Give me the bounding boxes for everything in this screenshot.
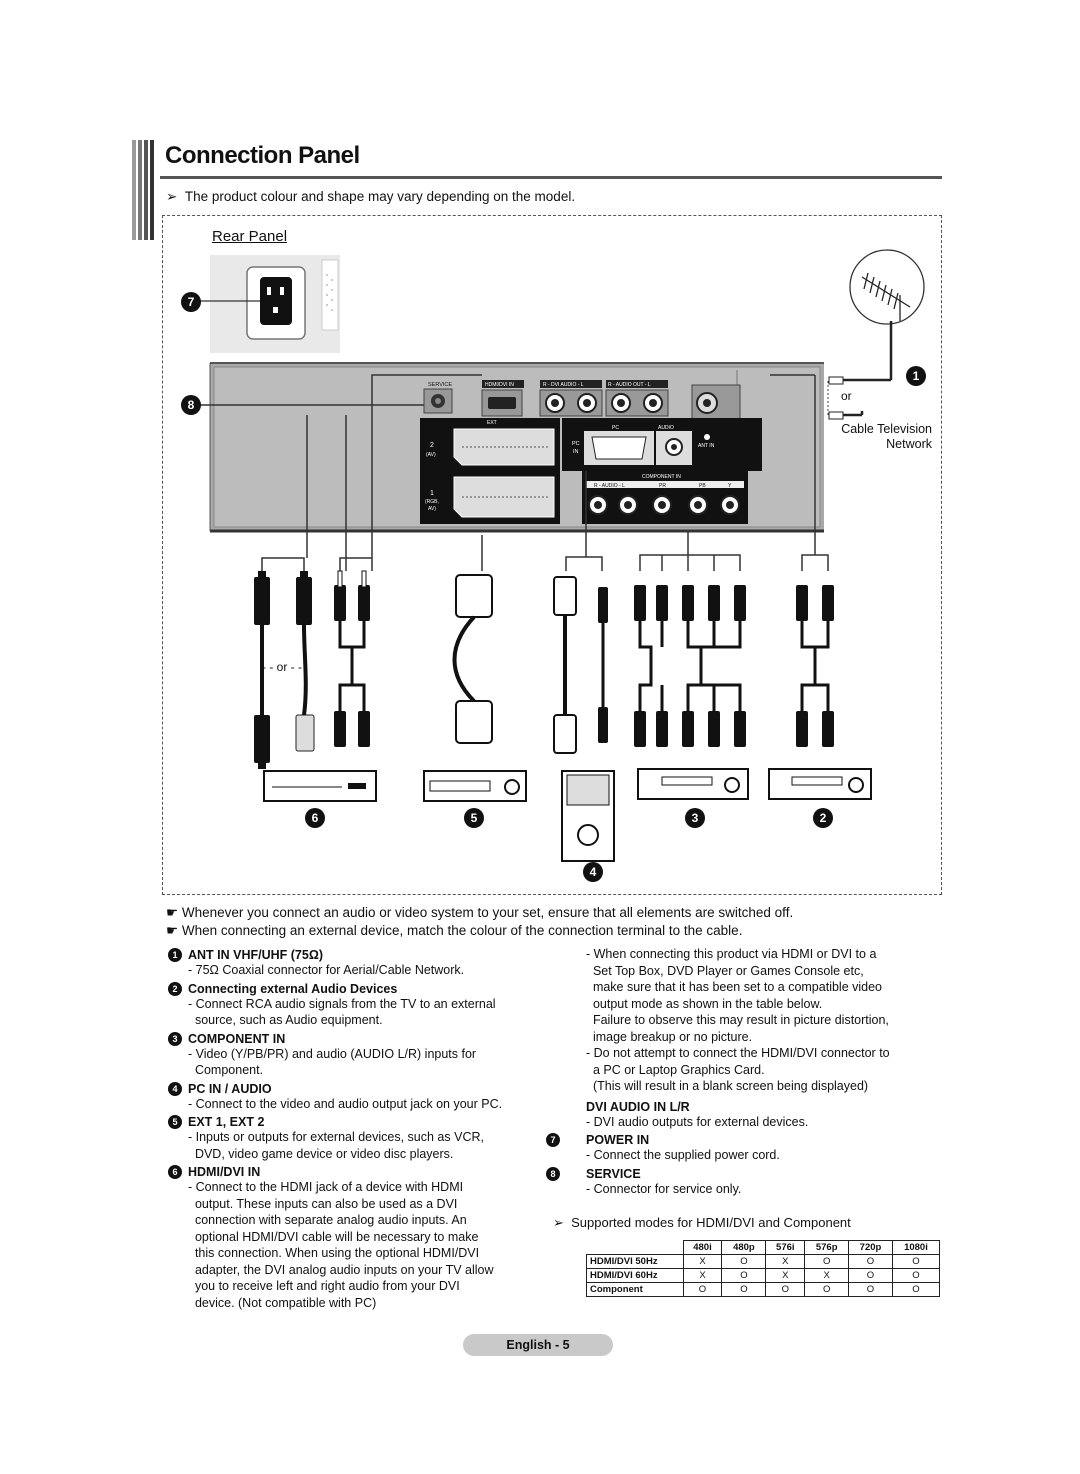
table-row: HDMI/DVI 50Hz X O X O O O [586,1254,941,1269]
table-cell: O [721,1282,767,1297]
dvd-player-device [263,770,377,802]
bullet-1: ☛ Whenever you connect an audio or video… [166,905,794,920]
table-cell: O [804,1282,850,1297]
svg-text:R - AUDIO OUT - L: R - AUDIO OUT - L [608,382,651,388]
table-cell: X [804,1268,850,1283]
svg-text:PB: PB [699,483,706,489]
callout-5: 5 [464,808,484,828]
svg-text:PC: PC [612,425,619,431]
hand-point-icon: ☛ [166,923,182,938]
arrow-icon: ➢ [166,189,185,204]
hand-point-icon: ☛ [166,905,182,920]
table-cell: X [765,1268,806,1283]
svg-text:R - AUDIO - L: R - AUDIO - L [594,483,625,489]
callout-7: 7 [181,292,201,312]
table-cell: X [682,1268,723,1283]
pc-tower-device [561,770,615,862]
cable-tv-line1: Cable Television [841,422,932,436]
svg-text:COMPONENT IN: COMPONENT IN [642,474,681,480]
table-header-cell: 576i [765,1240,806,1255]
table-cell: O [848,1268,893,1283]
table-row: Component O O O O O O [586,1282,941,1297]
page-title: Connection Panel [165,142,360,169]
svg-text:PC: PC [572,441,580,447]
table-cell: O [804,1254,850,1269]
table-cell: O [721,1254,767,1269]
table-cell: O [721,1268,767,1283]
page-footer: English - 5 [463,1334,613,1356]
rear-panel-diagram: SERVICE HDMI/DVI IN R - DVI AUDIO - L R … [194,249,925,862]
table-header-cell: 720p [848,1240,893,1255]
svg-text:1: 1 [430,490,434,497]
svg-text:IN: IN [573,449,579,455]
table-cell: O [891,1268,941,1283]
svg-text:PR: PR [659,483,666,489]
table-header-cell: 576p [804,1240,850,1255]
title-underline [160,176,942,179]
or-label-antenna: or [841,389,852,403]
table-cell: O [891,1254,941,1269]
svg-text:SERVICE: SERVICE [428,382,452,388]
callout-3: 3 [685,808,705,828]
table-row-header: HDMI/DVI 60Hz [586,1268,684,1283]
cable-tv-label: Cable Television Network [828,422,932,452]
table-cell: O [682,1282,723,1297]
audio-device [768,768,872,800]
modes-table: 480i 480p 576i 576p 720p 1080i HDMI/DVI … [586,1240,941,1297]
modes-note: ➢ Supported modes for HDMI/DVI and Compo… [553,1215,851,1230]
table-row-header: Component [586,1282,684,1297]
table-cell: O [765,1282,806,1297]
table-cell: O [848,1282,893,1297]
model-note: ➢ The product colour and shape may vary … [166,189,576,204]
section-dvi-audio: DVI AUDIO IN L/R - DVI audio outputs for… [586,1099,809,1129]
diagram-frame [162,215,942,895]
bullet-2: ☛ When connecting an external device, ma… [166,923,743,938]
table-row: HDMI/DVI 60Hz X O X X O O [586,1268,941,1283]
table-header-cell: 480i [682,1240,723,1255]
svg-text:HDMI/DVI IN: HDMI/DVI IN [485,382,514,388]
svg-text:AUDIO: AUDIO [658,425,674,431]
right-column: - When connecting this product via HDMI … [546,946,942,1197]
arrow-icon: ➢ [553,1215,572,1230]
title-side-stripes [132,140,162,240]
svg-text:2: 2 [430,442,434,449]
table-header-cell [586,1240,684,1255]
table-cell: O [848,1254,893,1269]
svg-text:R - DVI AUDIO - L: R - DVI AUDIO - L [543,382,584,388]
callout-8: 8 [181,395,201,415]
callout-1: 1 [906,366,926,386]
table-cell: X [765,1254,806,1269]
dvd-recorder-device [637,768,749,800]
svg-text:Y: Y [728,483,732,489]
callout-6: 6 [305,808,325,828]
hdmi-notes: - When connecting this product via HDMI … [586,947,890,1093]
svg-text:ANT IN: ANT IN [698,443,715,449]
svg-text:AV): AV) [428,506,436,512]
svg-text:(RGB,: (RGB, [425,499,439,505]
cable-tv-line2: Network [886,437,932,451]
callout-2: 2 [813,808,833,828]
table-cell: X [682,1254,723,1269]
svg-text:EXT: EXT [487,420,497,426]
callout-4: 4 [583,862,603,882]
table-header-cell: 1080i [891,1240,941,1255]
vcr-device [423,770,527,802]
table-row-header: HDMI/DVI 50Hz [586,1254,684,1269]
table-cell: O [891,1282,941,1297]
or-label-hdmi: - - or - - [262,660,303,674]
svg-text:(AV): (AV) [426,452,436,458]
table-header-cell: 480p [721,1240,767,1255]
table-header-row: 480i 480p 576i 576p 720p 1080i [586,1240,941,1255]
rear-panel-label: Rear Panel [212,228,288,245]
